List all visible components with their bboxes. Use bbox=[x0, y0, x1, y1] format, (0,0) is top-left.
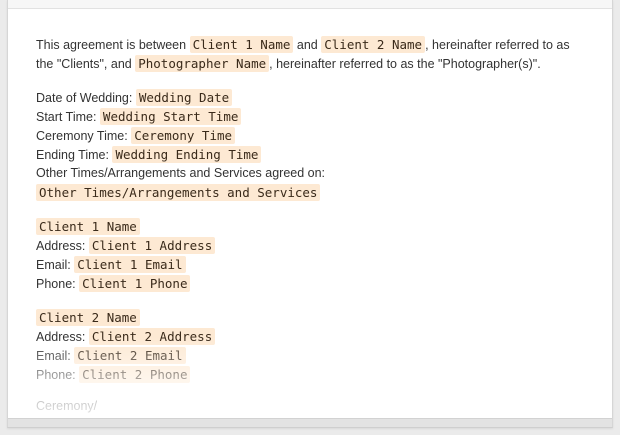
and-text: and bbox=[296, 38, 318, 52]
client2-name-field[interactable]: Client 2 Name bbox=[321, 36, 426, 53]
client2-name-row: Client 2 Name bbox=[36, 308, 596, 327]
ending-time-row: Ending Time: Wedding Ending Time bbox=[36, 145, 596, 164]
intro-line-2: the "Clients", and Photographer Name, he… bbox=[36, 54, 596, 73]
other-arrangements-row: Other Times/Arrangements and Services bbox=[36, 183, 596, 202]
client2-block-name-field[interactable]: Client 2 Name bbox=[36, 309, 140, 326]
client1-phone-label: Phone: bbox=[36, 277, 76, 291]
client1-address-field[interactable]: Client 1 Address bbox=[88, 237, 216, 254]
client2-address-field[interactable]: Client 2 Address bbox=[88, 328, 216, 345]
client1-name-row: Client 1 Name bbox=[36, 217, 596, 236]
next-section-heading: Ceremony/ bbox=[36, 399, 98, 413]
next-section-row: Ceremony/ bbox=[36, 397, 596, 416]
start-time-row: Start Time: Wedding Start Time bbox=[36, 107, 596, 126]
wedding-date-row: Date of Wedding: Wedding Date bbox=[36, 88, 596, 107]
ending-time-label: Ending Time: bbox=[36, 148, 109, 162]
window-bottom-edge bbox=[8, 418, 612, 427]
other-arrangements-label: Other Times/Arrangements and Services ag… bbox=[36, 166, 326, 180]
client2-phone-row: Phone: Client 2 Phone bbox=[36, 365, 596, 384]
client1-name-field[interactable]: Client 1 Name bbox=[189, 36, 294, 53]
intro-text: This agreement is between bbox=[36, 38, 187, 52]
client2-address-label: Address: bbox=[36, 330, 86, 344]
wedding-date-field[interactable]: Wedding Date bbox=[135, 89, 233, 106]
client1-phone-row: Phone: Client 1 Phone bbox=[36, 274, 596, 293]
client1-email-label: Email: bbox=[36, 258, 71, 272]
intro-text-4: , hereinafter referred to as the "Photog… bbox=[269, 57, 541, 71]
intro-text-2: , hereinafter referred to as bbox=[425, 38, 570, 52]
contract-document: This agreement is between Client 1 Name … bbox=[36, 35, 596, 416]
other-arrangements-field[interactable]: Other Times/Arrangements and Services bbox=[36, 184, 321, 201]
client1-address-row: Address: Client 1 Address bbox=[36, 236, 596, 255]
document-window: This agreement is between Client 1 Name … bbox=[7, 0, 613, 428]
other-arrangements-label-row: Other Times/Arrangements and Services ag… bbox=[36, 164, 596, 183]
start-time-label: Start Time: bbox=[36, 110, 97, 124]
client2-address-row: Address: Client 2 Address bbox=[36, 327, 596, 346]
client2-phone-label: Phone: bbox=[36, 368, 76, 382]
ending-time-field[interactable]: Wedding Ending Time bbox=[112, 146, 262, 163]
ceremony-time-row: Ceremony Time: Ceremony Time bbox=[36, 126, 596, 145]
photographer-name-field[interactable]: Photographer Name bbox=[135, 55, 270, 72]
client2-email-label: Email: bbox=[36, 349, 71, 363]
window-top-edge bbox=[8, 0, 612, 9]
client1-block-name-field[interactable]: Client 1 Name bbox=[36, 218, 140, 235]
ceremony-time-field[interactable]: Ceremony Time bbox=[131, 127, 236, 144]
client1-phone-field[interactable]: Client 1 Phone bbox=[79, 275, 191, 292]
client2-email-field[interactable]: Client 2 Email bbox=[74, 347, 186, 364]
intro-line-1: This agreement is between Client 1 Name … bbox=[36, 35, 596, 54]
intro-text-3: the "Clients", and bbox=[36, 57, 132, 71]
ceremony-time-label: Ceremony Time: bbox=[36, 129, 128, 143]
wedding-date-label: Date of Wedding: bbox=[36, 91, 133, 105]
client1-email-field[interactable]: Client 1 Email bbox=[74, 256, 186, 273]
client2-phone-field[interactable]: Client 2 Phone bbox=[79, 366, 191, 383]
client1-address-label: Address: bbox=[36, 239, 86, 253]
client1-email-row: Email: Client 1 Email bbox=[36, 255, 596, 274]
start-time-field[interactable]: Wedding Start Time bbox=[99, 108, 242, 125]
client2-email-row: Email: Client 2 Email bbox=[36, 346, 596, 365]
